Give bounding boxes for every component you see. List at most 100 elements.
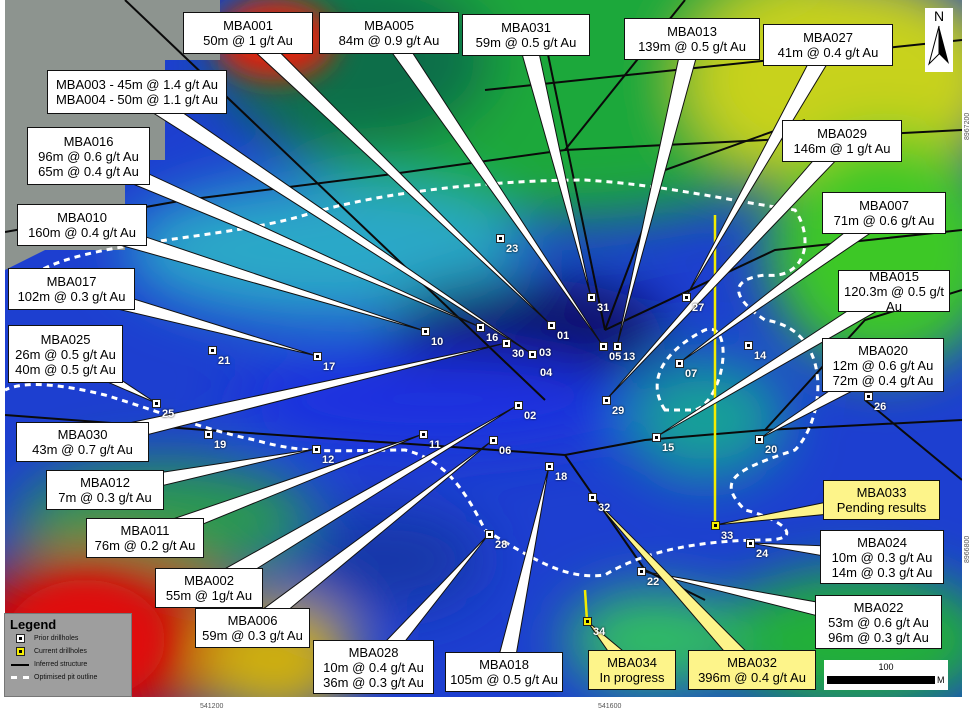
callout-hole-id: MBA017 bbox=[46, 274, 97, 289]
callout-intercept: 84m @ 0.9 g/t Au bbox=[338, 33, 440, 48]
drillhole-marker[interactable] bbox=[489, 436, 498, 445]
callout-hole-id: MBA011 bbox=[120, 523, 170, 538]
callout-intercept: 160m @ 0.4 g/t Au bbox=[28, 225, 136, 240]
callout-intercept: In progress bbox=[599, 670, 665, 685]
callout-intercept: 7m @ 0.3 g/t Au bbox=[58, 490, 152, 505]
drillhole-label: 24 bbox=[756, 548, 769, 560]
drillhole-label: 06 bbox=[499, 445, 512, 457]
drillhole-marker[interactable] bbox=[602, 396, 611, 405]
drillhole-marker[interactable] bbox=[755, 435, 764, 444]
callout-hole-id: MBA020 bbox=[858, 342, 908, 358]
drillhole-label: 10 bbox=[431, 336, 444, 348]
callout-intercept: 96m @ 0.3 g/t Au bbox=[828, 629, 929, 645]
prior-drillhole-icon bbox=[15, 634, 25, 643]
drillhole-label: 16 bbox=[486, 332, 499, 344]
callout-hole-id: MBA027 bbox=[803, 30, 853, 45]
drillhole-marker[interactable] bbox=[583, 617, 592, 626]
callout-intercept: 71m @ 0.6 g/t Au bbox=[833, 213, 935, 228]
drillhole-marker[interactable] bbox=[419, 430, 428, 439]
drillhole-marker[interactable] bbox=[421, 327, 430, 336]
drillhole-marker[interactable] bbox=[545, 462, 554, 471]
callout-hole-id: MBA016 bbox=[63, 133, 114, 149]
drillhole-marker[interactable] bbox=[514, 401, 523, 410]
drillhole-marker[interactable] bbox=[637, 567, 646, 576]
drillhole-marker[interactable] bbox=[682, 293, 691, 302]
drillhole-label: 31 bbox=[597, 302, 610, 314]
callout-intercept: MBA004 - 50m @ 1.1 g/t Au bbox=[55, 92, 219, 107]
drillhole-label: 17 bbox=[323, 361, 336, 373]
north-arrow: N bbox=[925, 8, 953, 72]
scale-bar-fill bbox=[827, 676, 935, 684]
callout-intercept: Pending results bbox=[836, 500, 927, 515]
drillhole-label: 19 bbox=[214, 439, 227, 451]
drillhole-label: 22 bbox=[647, 576, 660, 588]
drillhole-marker[interactable] bbox=[152, 399, 161, 408]
drillhole-label: 20 bbox=[765, 444, 778, 456]
callout-intercept: 72m @ 0.4 g/t Au bbox=[832, 372, 934, 388]
drillhole-marker[interactable] bbox=[502, 339, 511, 348]
drillhole-marker[interactable] bbox=[476, 323, 485, 332]
drillhole-marker[interactable] bbox=[208, 346, 217, 355]
drillhole-label: 14 bbox=[754, 350, 767, 362]
drillhole-label: 18 bbox=[555, 471, 568, 483]
drillhole-marker[interactable] bbox=[711, 521, 720, 530]
callout-hole-id: MBA006 bbox=[227, 613, 278, 628]
drillhole-marker[interactable] bbox=[613, 342, 622, 351]
drillhole-marker[interactable] bbox=[312, 445, 321, 454]
callout-intercept: 120.3m @ 0.5 g/t Au bbox=[844, 283, 944, 314]
drillhole-marker[interactable] bbox=[744, 341, 753, 350]
north-arrow-icon bbox=[928, 25, 949, 66]
callout-pointer bbox=[494, 465, 550, 675]
drillhole-marker[interactable] bbox=[599, 342, 608, 351]
drillhole-marker[interactable] bbox=[746, 539, 755, 548]
callout-intercept: 10m @ 0.3 g/t Au bbox=[831, 549, 933, 565]
callout-intercept: 12m @ 0.6 g/t Au bbox=[832, 357, 934, 373]
drillhole-label: 25 bbox=[162, 408, 175, 420]
drillhole-label: 26 bbox=[874, 401, 887, 413]
drillhole-marker[interactable] bbox=[204, 430, 213, 439]
callout-pointer bbox=[516, 32, 592, 298]
drillhole-marker[interactable] bbox=[485, 530, 494, 539]
callout-hole-id: MBA012 bbox=[80, 475, 130, 490]
drillhole-marker[interactable] bbox=[652, 433, 661, 442]
legend-label: Optimised pit outline bbox=[34, 674, 98, 681]
current-drillhole-icon bbox=[15, 647, 25, 656]
x-tick-label: 541600 bbox=[598, 703, 622, 710]
legend-item-structure: Inferred structure bbox=[10, 658, 126, 671]
drillhole-label: 27 bbox=[692, 302, 705, 314]
callout-hole-id: MBA024 bbox=[857, 534, 907, 550]
drillhole-marker[interactable] bbox=[675, 359, 684, 368]
callout-intercept: 10m @ 0.4 g/t Au bbox=[323, 659, 424, 675]
callout-hole-id: MBA029 bbox=[817, 126, 867, 141]
drillhole-label: 21 bbox=[218, 355, 231, 367]
callout-intercept: 36m @ 0.3 g/t Au bbox=[323, 674, 424, 690]
drillhole-marker[interactable] bbox=[528, 350, 537, 359]
callout-hole-id: MBA003 - 45m @ 1.4 g/t Au bbox=[55, 77, 219, 92]
drillhole-label: 13 bbox=[623, 351, 636, 363]
legend-item-pit: Optimised pit outline bbox=[10, 671, 126, 684]
callout-hole-id: MBA025 bbox=[40, 331, 91, 347]
drillhole-marker[interactable] bbox=[587, 293, 596, 302]
drillhole-marker[interactable] bbox=[496, 234, 505, 243]
drillhole-label: 12 bbox=[322, 454, 335, 466]
drillhole-label: 03 bbox=[539, 347, 552, 359]
callout-intercept: 102m @ 0.3 g/t Au bbox=[17, 289, 126, 304]
legend-title: Legend bbox=[10, 617, 57, 632]
drillhole-marker[interactable] bbox=[864, 392, 873, 401]
drillhole-marker[interactable] bbox=[588, 493, 597, 502]
drillhole-marker[interactable] bbox=[313, 352, 322, 361]
drillhole-marker[interactable] bbox=[547, 321, 556, 330]
